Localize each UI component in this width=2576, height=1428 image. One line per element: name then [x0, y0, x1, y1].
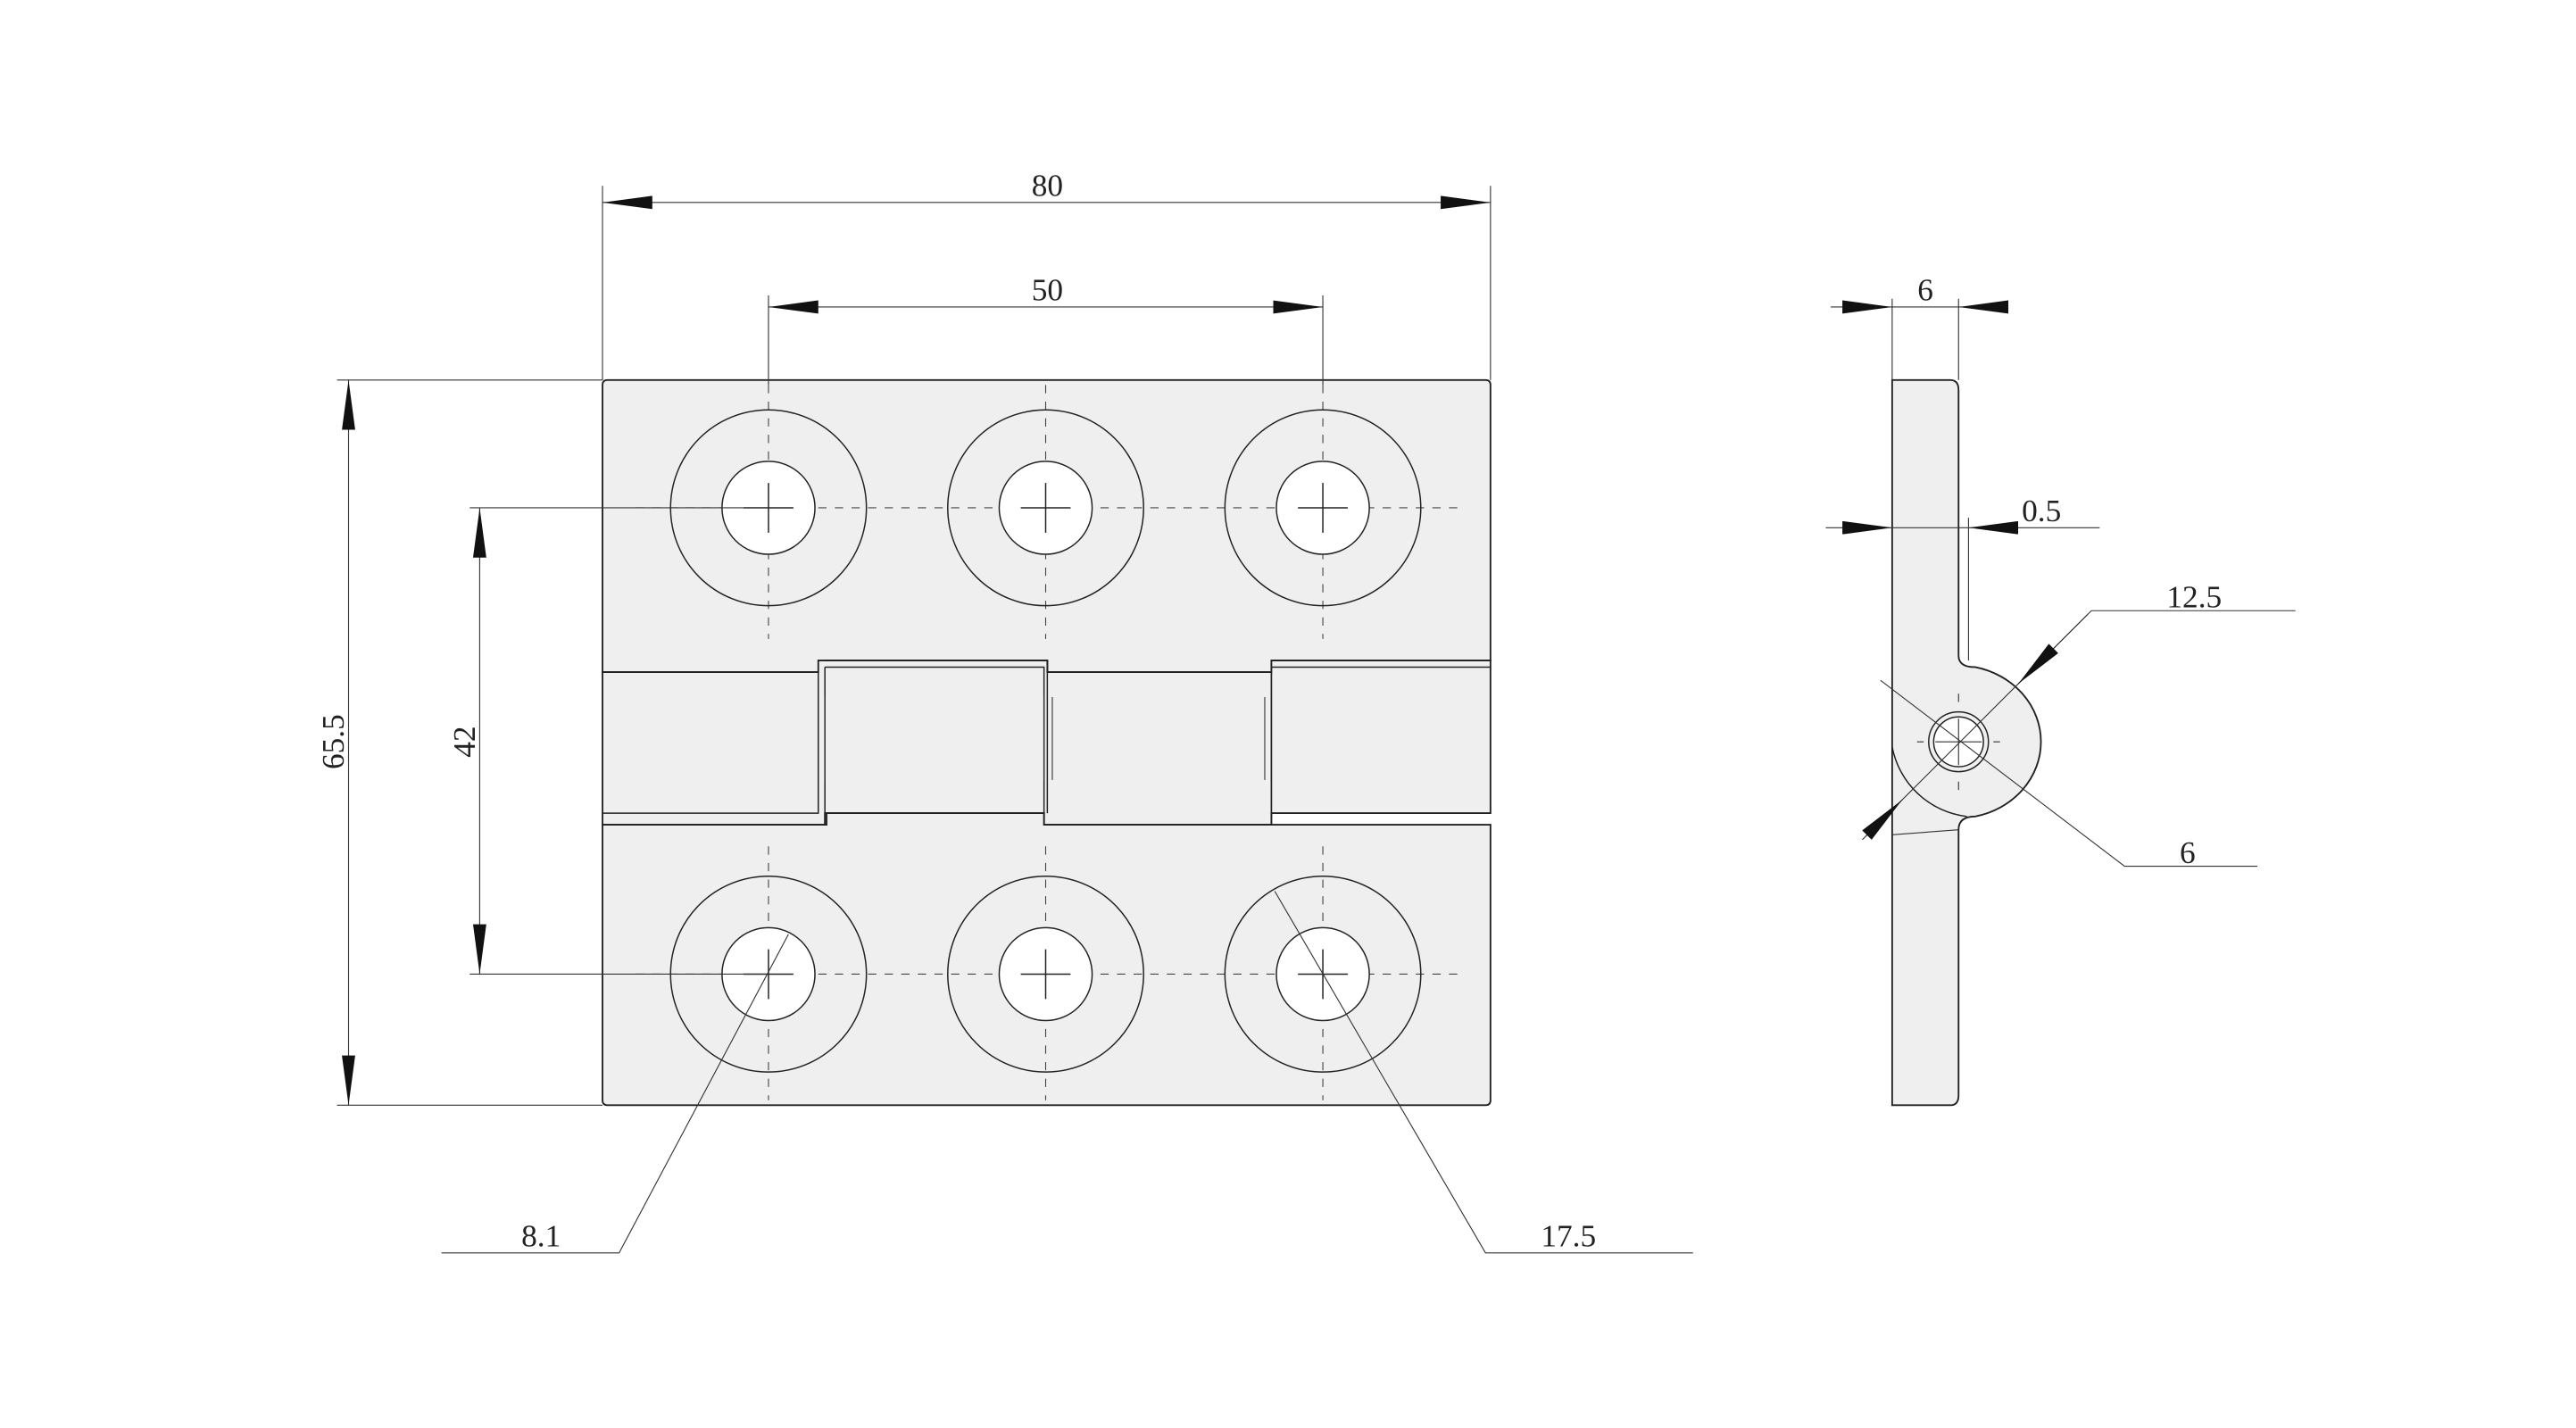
dim-hole-diameter: 8.1	[521, 1218, 561, 1253]
front-view: 80 50 65.5 42 8.1 17.5	[316, 168, 1693, 1253]
counterbore-circle	[1224, 409, 1422, 607]
mounting-hole	[947, 409, 1144, 607]
dim-hole-spacing-horizontal: 50	[1032, 273, 1063, 308]
dim-overall-height: 65.5	[316, 714, 351, 769]
dim-gap: 0.5	[2022, 494, 2061, 528]
dim-hole-spacing-vertical: 42	[447, 726, 482, 757]
knuckle-lines	[602, 660, 1491, 826]
side-view: 6 0.5 12.5 6	[1825, 273, 2296, 1107]
dim-counterbore-diameter: 17.5	[1541, 1218, 1596, 1253]
crosshair-icon	[1298, 483, 1348, 533]
knuckle-band	[602, 660, 1492, 826]
dim-thickness: 6	[1917, 273, 1933, 308]
dim-overall-width: 80	[1032, 168, 1063, 203]
crosshair-icon	[1020, 949, 1071, 1000]
counterbore-circle	[1224, 876, 1422, 1073]
counterbore-circle	[947, 876, 1144, 1073]
mounting-hole	[947, 876, 1144, 1073]
dim-knuckle-diameter: 12.5	[2166, 580, 2222, 615]
mounting-hole	[1224, 409, 1422, 607]
crosshair-icon	[1020, 483, 1071, 533]
counterbore-circle	[947, 409, 1144, 607]
dim-pin-diameter: 6	[2180, 835, 2196, 870]
